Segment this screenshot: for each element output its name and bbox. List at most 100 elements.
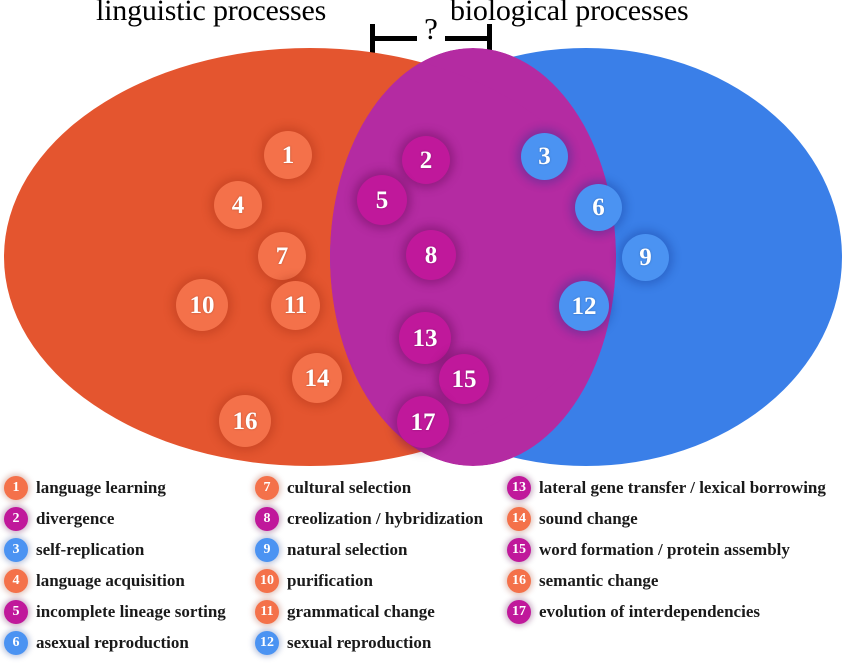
legend-item-label: cultural selection: [287, 477, 412, 497]
venn-bubble-9: 9: [622, 234, 669, 281]
venn-bubble-1: 1: [264, 131, 312, 179]
legend-item-11: 11 grammatical change: [255, 596, 505, 627]
legend-bubble-number: 2: [12, 510, 20, 526]
legend-item-label: evolution of interdependencies: [539, 601, 760, 621]
legend-item-label: language learning: [36, 477, 166, 497]
legend-item-13: 13 lateral gene transfer / lexical borrow…: [507, 472, 846, 503]
legend-bubble-number: 5: [12, 603, 20, 619]
venn-bubble-15: 15: [439, 354, 489, 404]
venn-bubble-label: 9: [639, 244, 652, 271]
venn-bubble-12: 12: [559, 281, 609, 331]
legend-bubble-number: 3: [12, 541, 20, 557]
legend-column-3: 13 lateral gene transfer / lexical borrow…: [507, 472, 846, 627]
legend-item-label: sound change: [539, 508, 638, 528]
legend-item-10: 10 purification: [255, 565, 505, 596]
legend-bubble-number: 15: [512, 541, 526, 557]
venn-bubble-label: 13: [412, 324, 438, 352]
legend-item-label: word formation / protein assembly: [539, 539, 790, 559]
legend-bubble-11: 11: [255, 599, 279, 624]
venn-bubble-label: 16: [232, 407, 258, 435]
venn-bubble-13: 13: [399, 312, 451, 364]
legend-item-label: natural selection: [287, 539, 408, 559]
legend-item-label: sexual reproduction: [287, 632, 432, 652]
venn-bubble-label: 12: [571, 292, 597, 320]
legend-bubble-6: 6: [4, 630, 28, 655]
intersection-lens: [330, 48, 616, 466]
legend-bubble-7: 7: [255, 475, 279, 500]
legend-bubble-14: 14: [507, 506, 531, 531]
legend-item-label: creolization / hybridization: [287, 508, 484, 528]
legend-item-label: lateral gene transfer / lexical borrowin…: [539, 477, 826, 497]
venn-bubble-label: 6: [592, 194, 605, 221]
legend-bubble-number: 6: [12, 634, 20, 650]
venn-bubble-label: 7: [275, 242, 289, 270]
venn-bubble-label: 11: [283, 292, 308, 319]
legend-item-3: 3 self-replication: [4, 534, 254, 565]
venn-bubble-2: 2: [402, 136, 450, 184]
legend-bubble-number: 4: [12, 572, 20, 588]
venn-bubble-label: 1: [281, 141, 295, 169]
legend-bubble-number: 1: [12, 479, 20, 495]
venn-bubble-label: 4: [231, 191, 245, 219]
legend-item-5: 5 incomplete lineage sorting: [4, 596, 254, 627]
legend-bubble-4: 4: [4, 568, 28, 593]
legend-bubble-number: 17: [512, 603, 526, 619]
legend-item-16: 16 semantic change: [507, 565, 846, 596]
legend-item-15: 15 word formation / protein assembly: [507, 534, 846, 565]
legend-item-6: 6 asexual reproduction: [4, 627, 254, 658]
legend-item-1: 1 language learning: [4, 472, 254, 503]
venn-bubble-8: 8: [406, 230, 456, 280]
venn-bubble-10: 10: [176, 279, 228, 331]
legend-bubble-17: 17: [507, 599, 531, 624]
legend-item-label: asexual reproduction: [36, 632, 189, 652]
venn-bubble-16: 16: [219, 395, 271, 447]
venn-bubble-7: 7: [258, 232, 306, 280]
legend-item-label: semantic change: [539, 570, 659, 590]
legend-item-label: incomplete lineage sorting: [36, 601, 226, 621]
legend-item-label: self-replication: [36, 539, 145, 559]
legend-bubble-3: 3: [4, 537, 28, 562]
legend-item-label: purification: [287, 570, 373, 590]
intersection-width-bracket: ?: [370, 13, 492, 54]
set-title-biological: biological processes: [450, 0, 689, 27]
legend-bubble-number: 8: [263, 510, 271, 526]
legend-item-12: 12 sexual reproduction: [255, 627, 505, 658]
legend-bubble-15: 15: [507, 537, 531, 562]
legend-item-8: 8 creolization / hybridization: [255, 503, 505, 534]
venn-bubble-17: 17: [397, 396, 449, 448]
legend-bubble-number: 14: [512, 510, 526, 526]
question-mark-annotation: ?: [417, 13, 445, 45]
legend-bubble-number: 12: [260, 634, 274, 650]
legend-bubble-number: 11: [260, 603, 274, 619]
bracket-cap-right: [487, 24, 492, 53]
legend-column-2: 7 cultural selection 8 creolization / hybri…: [255, 472, 505, 658]
set-title-linguistic: linguistic processes: [96, 0, 327, 27]
venn-bubble-label: 15: [451, 365, 477, 393]
venn-bubble-5: 5: [357, 175, 407, 225]
legend-item-17: 17 evolution of interdependencies: [507, 596, 846, 627]
venn-bubble-3: 3: [521, 133, 568, 180]
legend-bubble-1: 1: [4, 475, 28, 500]
venn-bubble-label: 5: [375, 186, 389, 214]
legend-item-14: 14 sound change: [507, 503, 846, 534]
venn-bubble-label: 14: [304, 364, 330, 392]
legend-bubble-13: 13: [507, 475, 531, 500]
legend-bubble-10: 10: [255, 568, 279, 593]
venn-bubble-14: 14: [292, 353, 342, 403]
legend-bubble-number: 13: [512, 479, 526, 495]
legend-bubble-9: 9: [255, 537, 279, 562]
legend-item-label: grammatical change: [287, 601, 435, 621]
legend-bubble-5: 5: [4, 599, 28, 624]
legend-bubble-2: 2: [4, 506, 28, 531]
venn-bubble-6: 6: [575, 184, 622, 231]
venn-region-intersection: [330, 48, 616, 466]
legend-bubble-number: 16: [512, 572, 526, 588]
legend-item-7: 7 cultural selection: [255, 472, 505, 503]
legend-bubble-number: 7: [263, 479, 271, 495]
venn-bubble-label: 2: [419, 146, 433, 174]
